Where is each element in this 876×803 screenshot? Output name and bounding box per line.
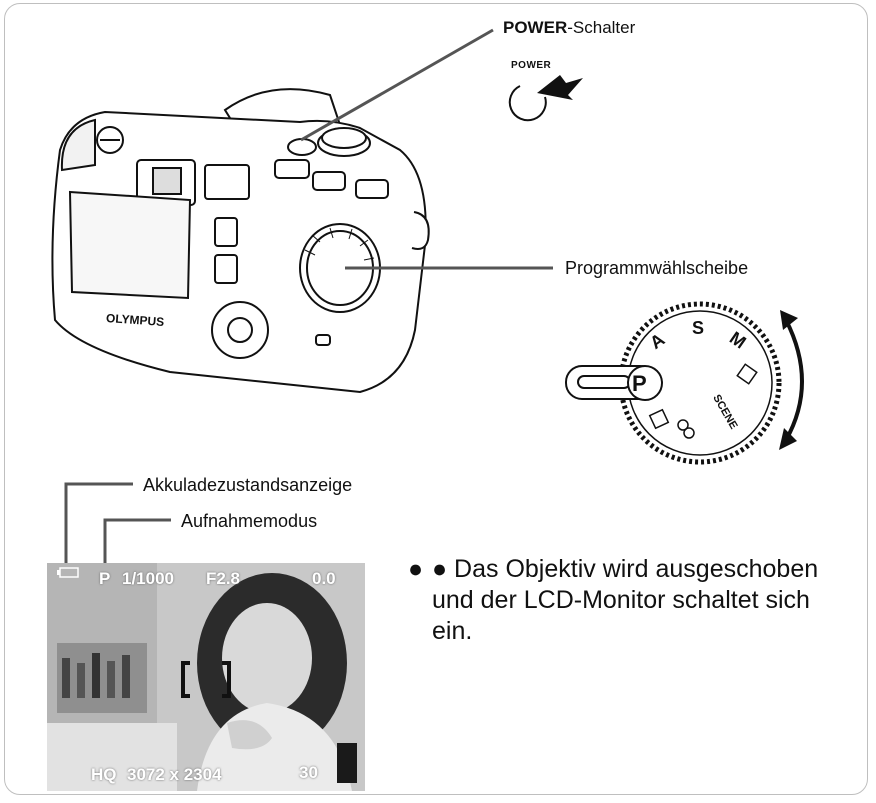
portrait-photo [47,563,365,791]
lcd-aperture: F2.8 [206,569,241,588]
instruction-text: ● Das Objektiv wird ausgeschoben und der… [432,555,819,645]
lcd-resolution: 3072 x 2304 [127,765,222,784]
lcd-remaining: 30 [299,763,318,782]
lcd-exposure: 0.0 [312,569,336,588]
arrow-icon [537,75,583,100]
battery-indicator-label: Akkuladezustandsanzeige [143,475,353,495]
power-switch-label: POWER-Schalter [503,18,636,37]
focus-frame-right [222,661,231,698]
bullet-dot: ● [408,555,424,583]
lcd-monitor-preview: P 1/1000 F2.8 0.0 HQ 3072 x 2304 30 [47,563,365,791]
camera-illustration [51,88,430,394]
lcd-quality: HQ [91,765,117,784]
lcd-shutter: 1/1000 [122,569,174,588]
mode-dial-label: Programmwählscheibe [565,258,749,278]
mode-dial-illustration [565,301,782,465]
shooting-mode-label: Aufnahmemodus [181,511,318,531]
power-icon-text: POWER [511,60,552,71]
lcd-mode: P [99,569,111,588]
focus-frame-left [181,661,190,698]
dial-mark-p: P [632,371,647,396]
power-button-icon [508,85,547,122]
dial-mark-s: S [692,318,705,338]
